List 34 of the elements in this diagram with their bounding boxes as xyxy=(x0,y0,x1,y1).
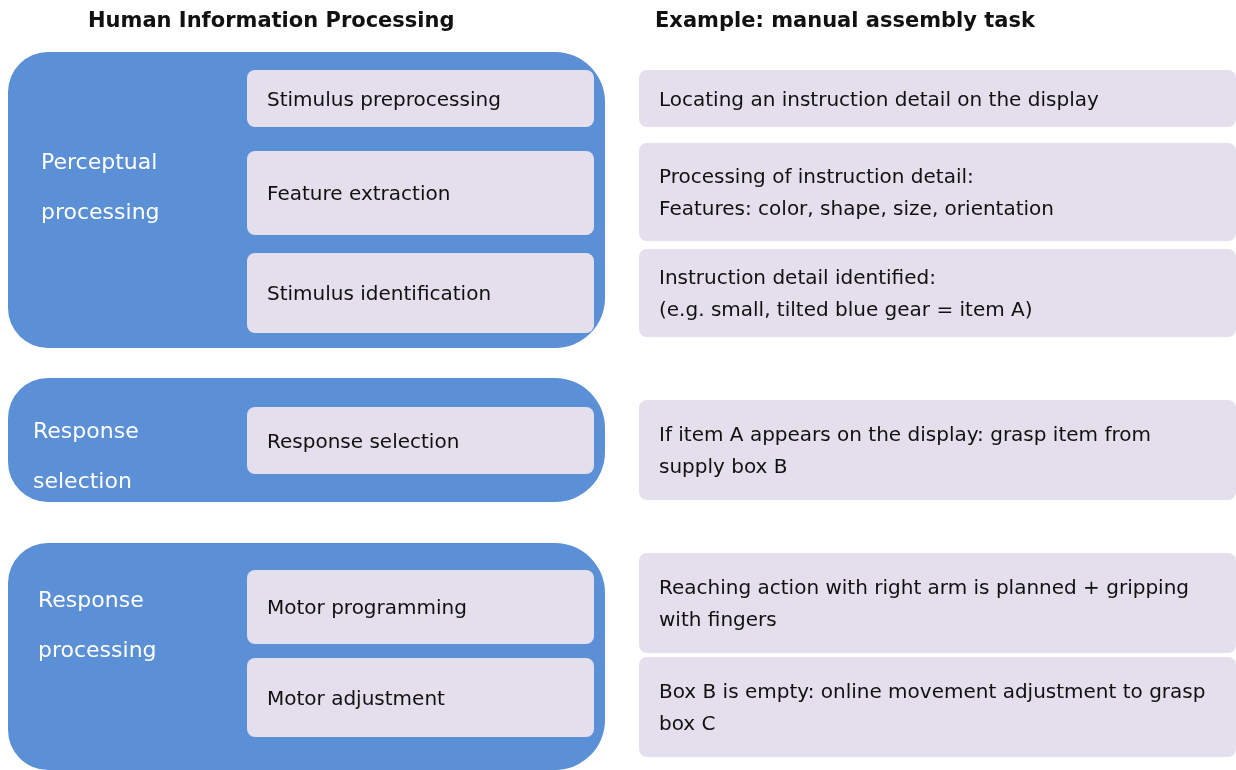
substage-box xyxy=(247,570,594,644)
column-heading: Human Information Processing xyxy=(88,8,455,32)
stage-panel xyxy=(8,543,605,770)
stage-label: Response selection xyxy=(33,417,140,495)
example-box xyxy=(639,657,1236,757)
stage-panel xyxy=(8,52,605,348)
substage-box xyxy=(247,151,594,235)
substage-box xyxy=(247,253,594,333)
example-text: Locating an instruction detail on the display xyxy=(659,85,1100,113)
substage-box xyxy=(247,70,594,127)
example-text: Box B is empty: online movement adjustment to grasp box C xyxy=(659,678,1207,737)
stage-panel xyxy=(8,378,605,502)
substage-label: Stimulus preprocessing xyxy=(267,85,502,113)
substage-box xyxy=(247,407,594,474)
example-box xyxy=(639,400,1236,500)
example-text: Instruction detail identified: xyxy=(659,264,937,291)
example-box xyxy=(639,70,1236,127)
example-box xyxy=(639,249,1236,337)
example-text: (e.g. small, tilted blue gear = item A) xyxy=(659,296,1034,323)
substage-label: Motor programming xyxy=(267,594,468,621)
example-text: Reaching action with right arm is planned + gripping with fingers xyxy=(659,574,1190,633)
example-text: Features: color, shape, size, orientation xyxy=(659,195,1056,222)
stage-label: Perceptual processing xyxy=(41,148,161,226)
example-text: Processing of instruction detail: xyxy=(659,163,975,190)
substage-label: Stimulus identification xyxy=(267,280,493,307)
stage-label: Response processing xyxy=(38,586,158,664)
example-box xyxy=(639,553,1236,653)
substage-label: Feature extraction xyxy=(267,180,452,207)
substage-box xyxy=(247,658,594,737)
substage-label: Motor adjustment xyxy=(267,684,446,712)
substage-label: Response selection xyxy=(267,427,461,455)
example-text: If item A appears on the display: grasp item from supply box B xyxy=(659,421,1152,480)
column-heading: Example: manual assembly task xyxy=(655,8,1035,32)
example-box xyxy=(639,143,1236,241)
